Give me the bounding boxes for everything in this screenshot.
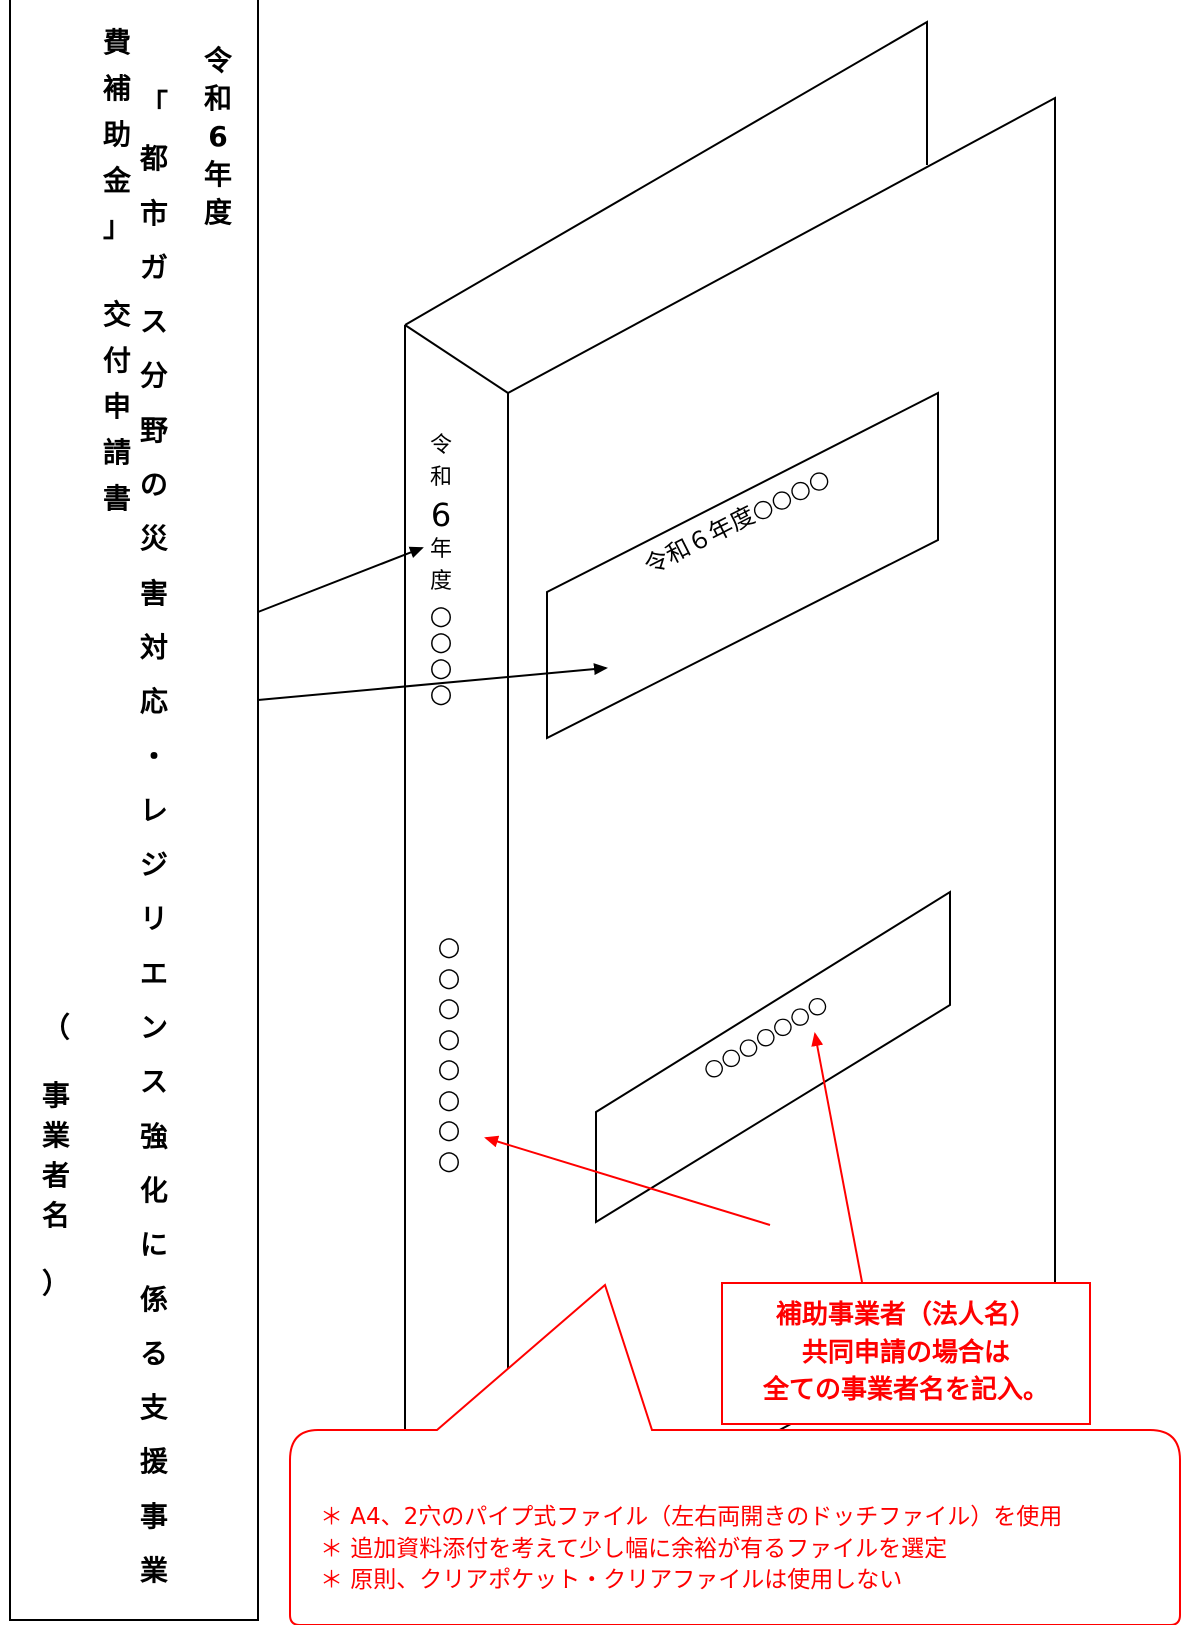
char: 名 xyxy=(41,1199,70,1232)
char: 市 xyxy=(139,196,168,230)
char: の xyxy=(139,468,168,502)
binder-spine-business-name: ○ ○ ○ ○ ○ ○ ○ ○ xyxy=(434,932,464,1176)
notes-list: ＊ A4、2穴のパイプ式ファイル（左右両開きのドッチファイル）を使用 ＊ 追加資… xyxy=(320,1502,1180,1597)
char: 金 xyxy=(102,164,131,197)
char: 補 xyxy=(102,72,131,105)
char: 者 xyxy=(41,1159,70,1192)
char: 和 xyxy=(203,82,232,115)
char: 化 xyxy=(139,1173,168,1207)
front-name-label xyxy=(595,890,951,1224)
spine-label-sheet xyxy=(9,0,259,1621)
char: 度 xyxy=(429,569,452,594)
char: ○ xyxy=(429,601,453,631)
char: レ xyxy=(139,793,168,827)
char: 業 xyxy=(41,1119,70,1152)
char: 野 xyxy=(139,413,168,447)
char: 付 xyxy=(102,344,131,377)
callout-line: 補助事業者（法人名） xyxy=(775,1299,1036,1330)
char: 分 xyxy=(139,359,168,393)
char: 都 xyxy=(139,142,168,176)
char: 6 xyxy=(430,496,452,534)
char: ○ xyxy=(437,1023,461,1054)
binder-spine-title: 令 和 6 年 度 ○ ○ ○ ○ xyxy=(426,433,456,709)
char: ○ xyxy=(437,1115,461,1145)
char: 「 xyxy=(139,88,168,121)
char: 応 xyxy=(139,685,168,719)
char: ○ xyxy=(429,653,453,683)
char: 請 xyxy=(102,436,131,469)
spine-label-col2: 「 都 市 ガ ス 分 野 の 災 害 対 応 ・ レ ジ リ エ ン ス 強 … xyxy=(134,78,174,1598)
char: ン xyxy=(139,1011,168,1045)
note-item: ＊ 原則、クリアポケット・クリアファイルは使用しない xyxy=(320,1567,903,1593)
char: 6 xyxy=(208,120,228,153)
spine-label-col3: 費 補 助 金 」 交 付 申 請 書 xyxy=(99,20,135,522)
char: ス xyxy=(139,1065,168,1099)
char: 令 xyxy=(429,433,452,458)
red-arrow-to-spine-name xyxy=(484,1135,771,1226)
char: 年 xyxy=(203,158,232,191)
char: に xyxy=(139,1228,168,1262)
char: 事 xyxy=(139,1499,168,1533)
char: 害 xyxy=(139,576,168,610)
char: ・ xyxy=(139,739,168,773)
char: 交 xyxy=(102,298,131,331)
callout-line: 全ての事業者名を記入。 xyxy=(762,1375,1049,1406)
char: 」 xyxy=(102,210,131,243)
char: ス xyxy=(139,305,168,339)
char: （ xyxy=(41,1011,70,1044)
binder-back-cover xyxy=(404,20,928,326)
business-name-placeholder: （ 事 業 者 名 ） xyxy=(36,1008,76,1304)
arrow-to-spine xyxy=(257,546,424,613)
char: ○ xyxy=(437,962,461,993)
char: ○ xyxy=(437,993,461,1023)
char: 援 xyxy=(139,1445,168,1479)
callout-box: 補助事業者（法人名） 共同申請の場合は 全ての事業者名を記入。 xyxy=(721,1282,1091,1425)
char: 業 xyxy=(139,1554,168,1588)
char: る xyxy=(139,1336,168,1370)
char: 対 xyxy=(139,630,168,664)
spine-label-col1: 令 和 6 年 度 xyxy=(200,42,236,232)
char: 書 xyxy=(102,482,131,515)
char: 度 xyxy=(203,196,232,229)
char: リ xyxy=(139,902,168,936)
char: ○ xyxy=(437,1145,461,1176)
char: ○ xyxy=(429,679,453,709)
note-item: ＊ A4、2穴のパイプ式ファイル（左右両開きのドッチファイル）を使用 xyxy=(320,1504,1063,1530)
binder-spine-top xyxy=(404,324,509,394)
note-item: ＊ 追加資料添付を考えて少し幅に余裕が有るファイルを選定 xyxy=(320,1535,948,1562)
char: 令 xyxy=(203,44,232,77)
front-title-label xyxy=(546,391,939,740)
char: 強 xyxy=(139,1119,168,1153)
char: ○ xyxy=(437,1084,461,1115)
char: ○ xyxy=(429,627,453,657)
char: 年 xyxy=(429,537,452,562)
red-arrow-to-front-name xyxy=(811,1032,863,1283)
char: 事 xyxy=(41,1079,70,1112)
char: ） xyxy=(41,1267,70,1300)
char: ガ xyxy=(139,250,168,284)
char: 申 xyxy=(102,390,131,423)
char: エ xyxy=(139,956,168,990)
arrow-to-front-title xyxy=(257,663,608,701)
callout-line: 共同申請の場合は xyxy=(801,1337,1010,1368)
char: ○ xyxy=(437,1054,461,1084)
char: 費 xyxy=(102,26,131,59)
char: 災 xyxy=(139,522,168,556)
char: 支 xyxy=(139,1391,168,1425)
char: ジ xyxy=(139,848,168,882)
char: 助 xyxy=(102,118,131,151)
char: 係 xyxy=(139,1282,168,1316)
char: ○ xyxy=(437,932,461,962)
char: 和 xyxy=(429,465,452,490)
